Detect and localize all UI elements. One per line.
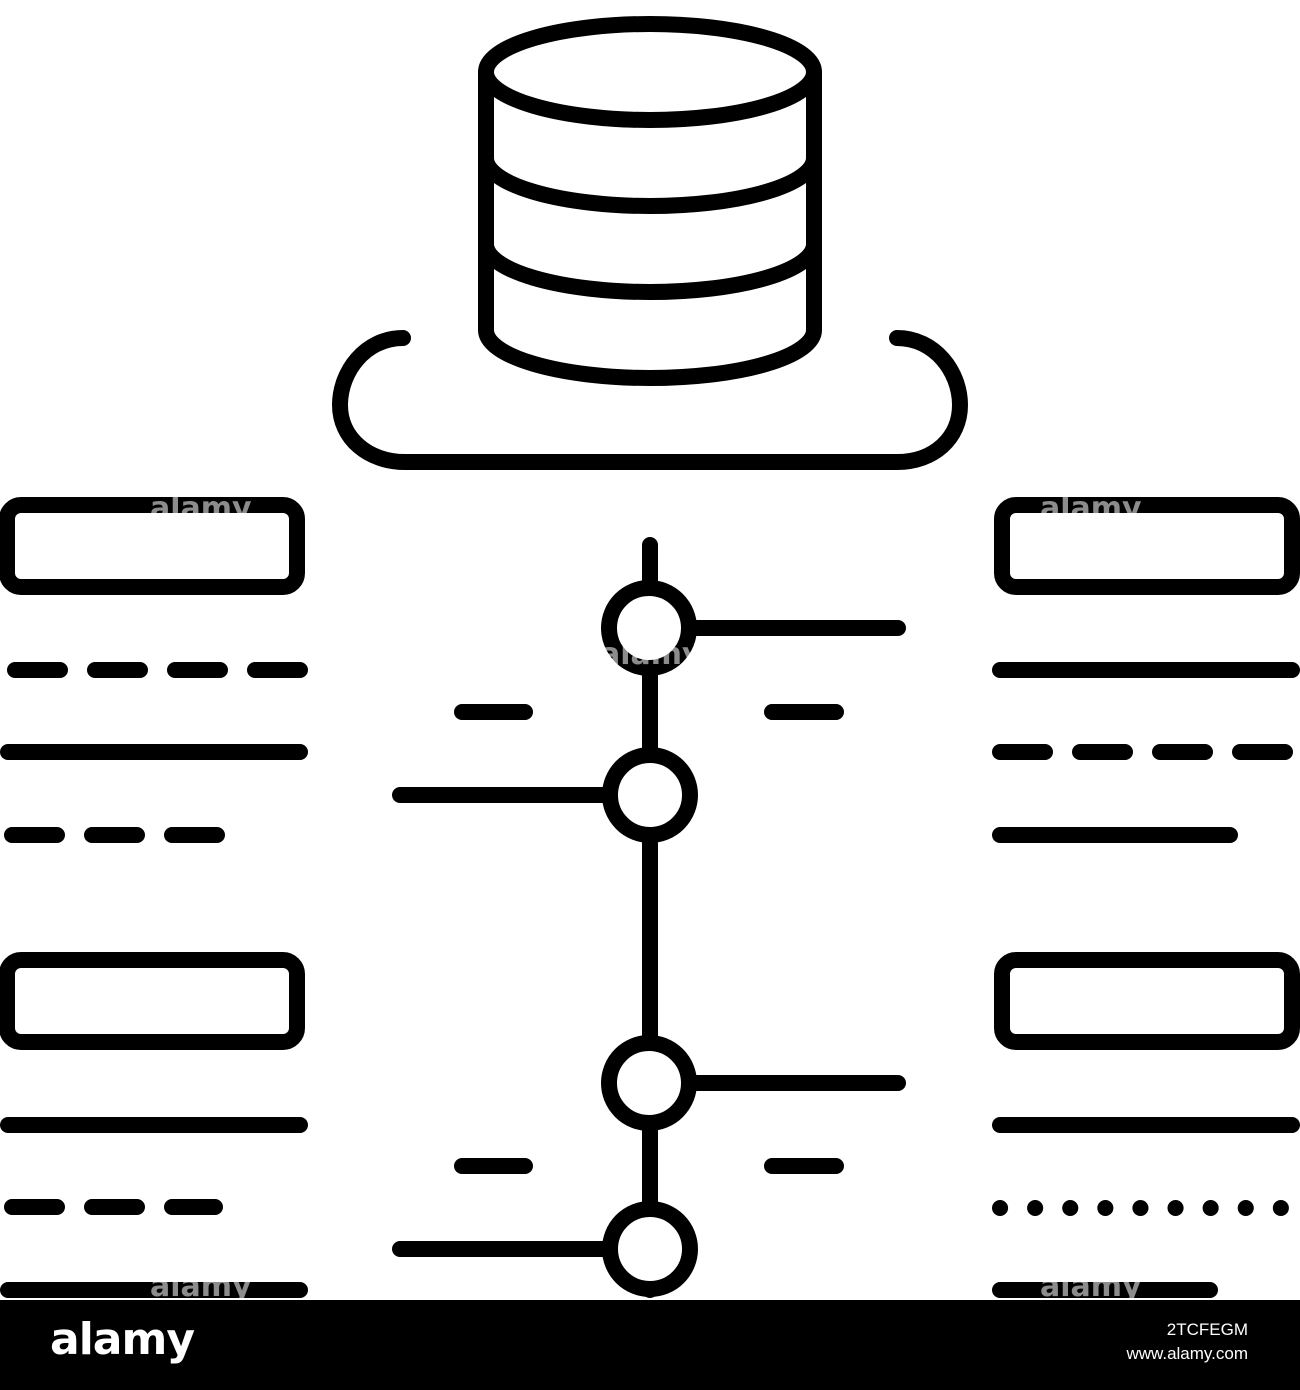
alamy-logo: alamy <box>50 1314 195 1365</box>
timeline-node-1 <box>601 580 697 676</box>
left-bottom-card <box>0 952 308 1298</box>
database-icon <box>478 16 822 386</box>
database-outline <box>478 16 822 386</box>
watermark-text: alamy <box>150 1269 252 1300</box>
timeline <box>392 537 906 1298</box>
timeline-node-4 <box>602 1201 698 1297</box>
left-top-card <box>0 497 308 843</box>
database-band-2 <box>478 236 822 300</box>
timeline-node-2 <box>602 747 698 843</box>
watermark-text: alamy <box>1040 491 1142 526</box>
left-top-card-box <box>0 497 305 595</box>
watermark-text: alamy <box>600 637 702 672</box>
database-band-1 <box>478 150 822 214</box>
cloud-base-outline <box>332 330 968 470</box>
footer-bar: alamy 2TCFEGM www.alamy.com <box>0 1300 1300 1390</box>
right-bottom-card-box <box>994 952 1300 1050</box>
database-top-rim <box>478 64 822 128</box>
right-top-card-box <box>994 497 1300 595</box>
database-timeline-illustration: alamy alamy alamy alamy alamy <box>0 16 1300 1300</box>
site-url: www.alamy.com <box>1126 1344 1248 1363</box>
watermark-text: alamy <box>150 491 252 526</box>
image-id: 2TCFEGM <box>1166 1320 1248 1339</box>
timeline-node-3 <box>601 1035 697 1131</box>
right-top-card <box>992 497 1300 843</box>
left-bottom-card-box <box>0 952 305 1050</box>
right-bottom-card <box>992 952 1300 1298</box>
watermarks: alamy alamy alamy alamy alamy <box>150 491 1142 1300</box>
watermark-text: alamy <box>1040 1269 1142 1300</box>
